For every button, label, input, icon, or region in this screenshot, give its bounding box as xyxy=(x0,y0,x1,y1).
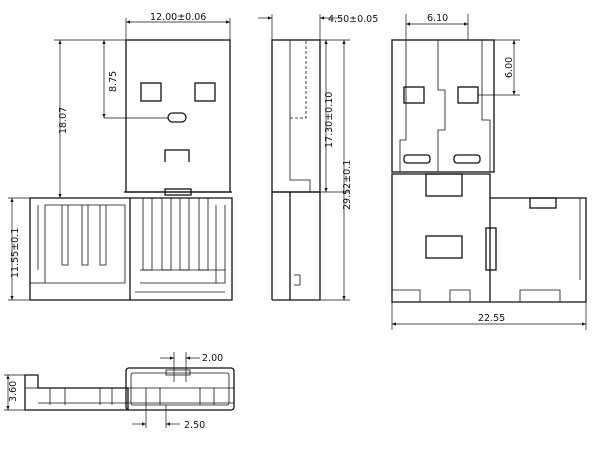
bottom-tail xyxy=(24,374,129,411)
dim-bottom-height: 3.60 xyxy=(8,381,19,402)
top-pad-left xyxy=(403,154,431,164)
top-housing-left xyxy=(391,173,491,303)
front-pin xyxy=(198,198,209,271)
front-pin xyxy=(142,198,153,271)
top-window-left xyxy=(403,86,425,104)
front-oval xyxy=(167,112,187,123)
front-window-left xyxy=(140,82,162,102)
top-window-right xyxy=(457,86,479,104)
bottom-plug-outline xyxy=(125,367,235,411)
dim-top-width: 6.10 xyxy=(427,13,448,24)
dim-front-height: 18.07 xyxy=(58,107,69,134)
dim-side-width: 4.50±0.05 xyxy=(328,14,378,25)
top-pad-right xyxy=(453,154,481,164)
top-housing-right xyxy=(490,197,587,303)
dim-base-height: 11.55±0.1 xyxy=(10,228,21,278)
front-pin xyxy=(179,198,190,271)
top-view: 6.10 6.00 22.55 xyxy=(391,13,587,330)
front-slot xyxy=(164,149,190,162)
dim-side-tongue: 17.30±0.10 xyxy=(324,92,335,148)
dim-top-total: 22.55 xyxy=(478,313,505,324)
front-window-right xyxy=(194,82,216,102)
front-shell-outline xyxy=(125,39,231,193)
side-shell-outline xyxy=(271,39,321,193)
side-view: 17.30±0.10 29.52±0.1 4.50±0.05 xyxy=(258,14,378,301)
top-housing-window xyxy=(425,235,463,259)
dim-pin-offset: 8.75 xyxy=(108,71,119,92)
dim-bottom-small: 2.00 xyxy=(202,353,223,364)
front-pin xyxy=(161,198,172,271)
dim-bottom-pitch: 2.50 xyxy=(184,420,205,431)
front-view: 12.00±0.06 18.07 8.75 11.55±0.1 xyxy=(8,12,233,301)
dim-top-depth: 6.00 xyxy=(504,57,515,78)
dim-side-total: 29.52±0.1 xyxy=(342,160,353,210)
bottom-view: 2.00 3.60 2.50 xyxy=(4,352,235,431)
dim-front-width: 12.00±0.06 xyxy=(150,12,206,23)
top-plug-outline xyxy=(391,39,495,173)
